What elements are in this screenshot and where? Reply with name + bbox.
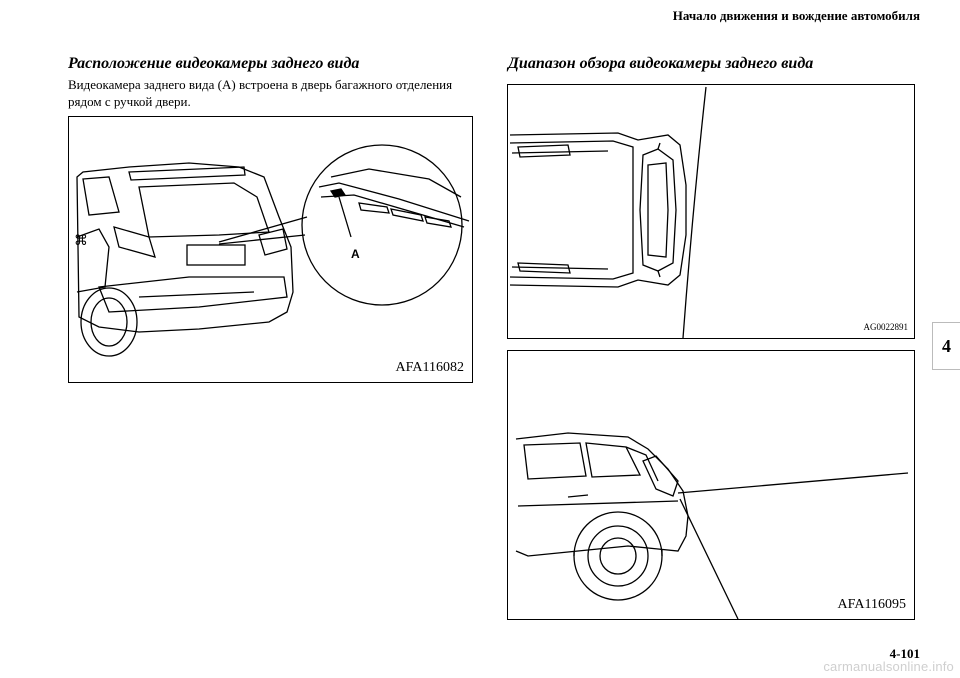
view-range-side-figure: AFA116095 (507, 350, 915, 620)
paragraph-line: Видеокамера заднего вида (А) встроена в … (68, 77, 453, 92)
watermark-text: carmanualsonline.info (823, 659, 954, 674)
figure-code: AFA116095 (837, 597, 906, 612)
top-view-illustration (509, 86, 707, 338)
page-number: 4-101 (889, 646, 920, 661)
camera-location-figure: ⌘ A AFA116082 (68, 116, 473, 383)
camera-callout-label: A (351, 247, 360, 261)
figure-code: AG0022891 (863, 322, 909, 332)
view-range-top-figure: AG0022891 (507, 84, 915, 339)
side-view-illustration (515, 432, 909, 619)
svg-text:⌘: ⌘ (74, 233, 88, 249)
section-tab: 4 (932, 322, 960, 370)
chapter-header: Начало движения и вождение автомобиля (672, 8, 920, 23)
car-rear-illustration: ⌘ (74, 144, 470, 357)
left-paragraph: Видеокамера заднего вида (А) встроена в … (68, 76, 452, 110)
figure-code: AFA116082 (395, 360, 464, 375)
left-heading: Расположение видеокамеры заднего вида (68, 55, 360, 72)
paragraph-line: рядом с ручкой двери. (68, 94, 191, 109)
section-tab-number: 4 (942, 335, 951, 356)
right-heading: Диапазон обзора видеокамеры заднего вида (508, 55, 814, 72)
